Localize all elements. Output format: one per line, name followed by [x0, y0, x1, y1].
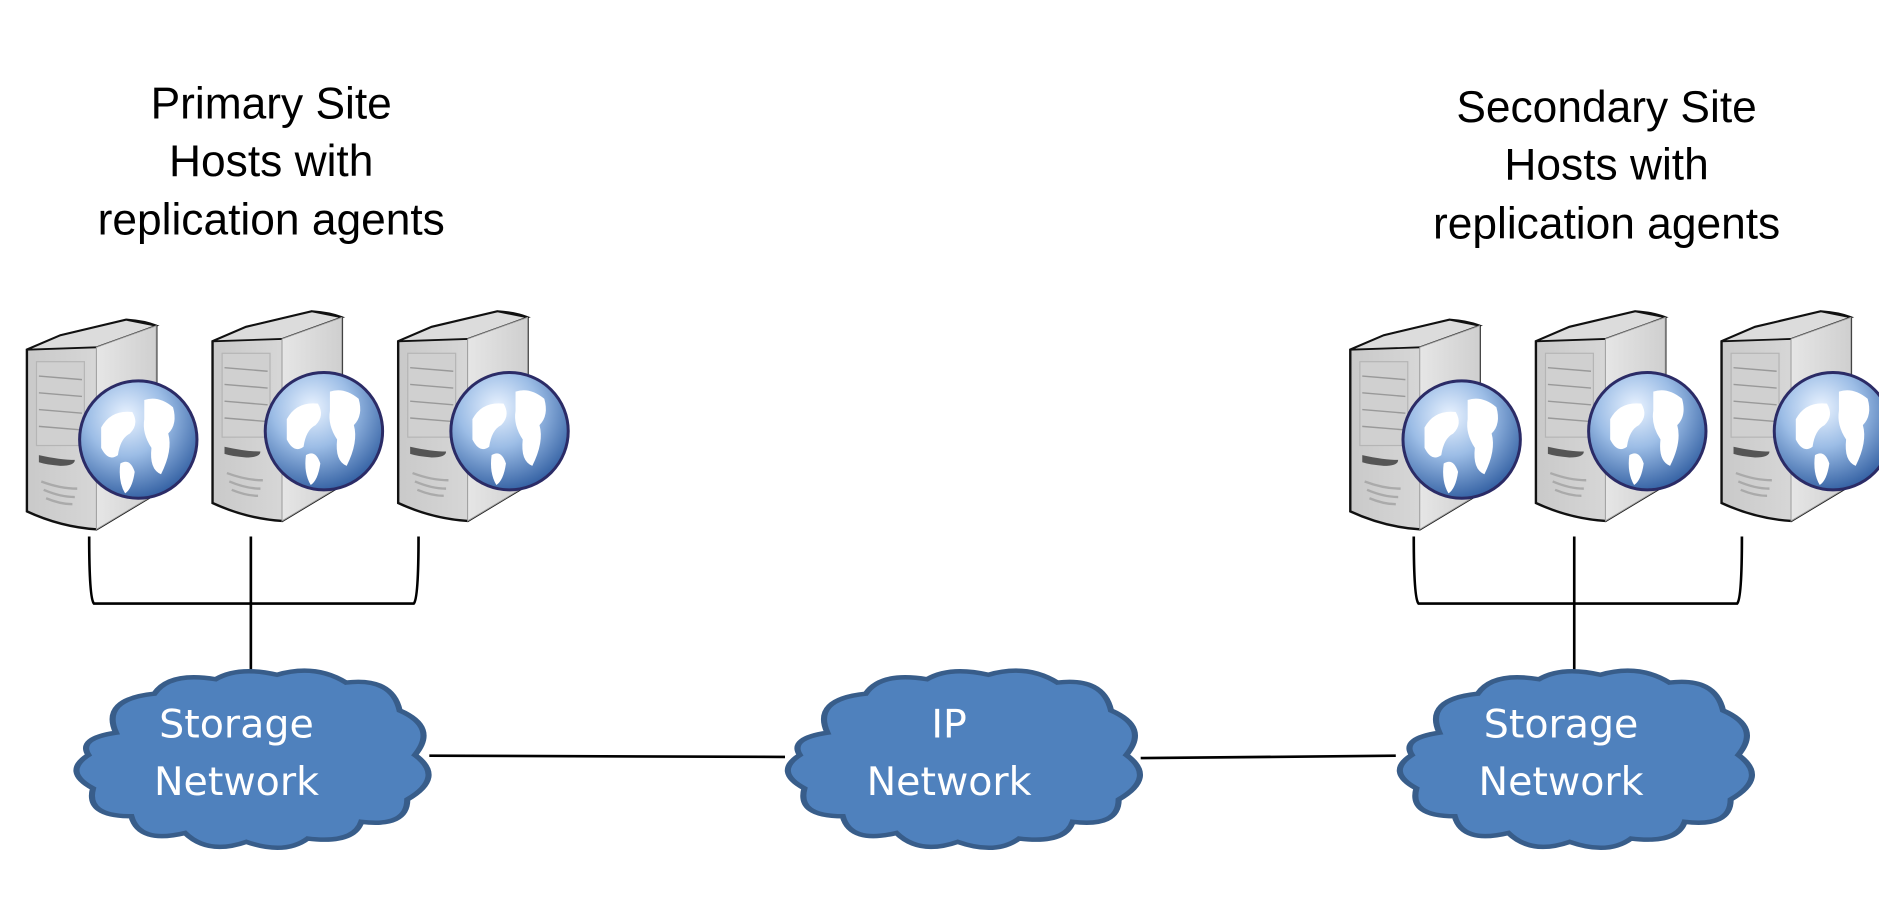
primary-title-line-1: Primary Site [151, 80, 392, 129]
secondary-storage-network-cloud: Storage Network [1400, 671, 1752, 848]
link-ip-to-secondary [1140, 754, 1396, 760]
primary-hosts [25, 309, 570, 531]
web-server-globe-icon [1720, 309, 1879, 523]
web-server-globe-icon [396, 309, 570, 523]
secondary-hosts [1348, 309, 1879, 531]
primary-storage-label-1: Storage [159, 702, 314, 748]
primary-title-line-2: Hosts with [169, 137, 373, 186]
ip-label-2: Network [867, 759, 1032, 805]
web-server-globe-icon [1348, 318, 1522, 531]
web-server-globe-icon [1534, 309, 1708, 523]
link-primary-to-ip [429, 754, 786, 759]
primary-storage-label-2: Network [154, 759, 319, 805]
primary-storage-network-cloud: Storage Network [76, 671, 428, 848]
primary-title-line-3: replication agents [98, 196, 445, 245]
secondary-host-bus [1412, 536, 1744, 671]
web-server-globe-icon [211, 309, 385, 523]
secondary-title-line-1: Secondary Site [1456, 83, 1756, 132]
ip-network-cloud: IP Network [788, 671, 1140, 848]
secondary-title-line-2: Hosts with [1504, 141, 1708, 190]
secondary-storage-label-2: Network [1479, 759, 1644, 805]
secondary-site-title: Secondary Site Hosts with replication ag… [1433, 83, 1780, 248]
primary-host-bus [87, 536, 420, 671]
ip-label-1: IP [931, 702, 966, 748]
web-server-globe-icon [25, 318, 199, 531]
primary-site-title: Primary Site Hosts with replication agen… [98, 80, 445, 245]
secondary-storage-label-1: Storage [1484, 702, 1639, 748]
secondary-title-line-3: replication agents [1433, 199, 1780, 248]
